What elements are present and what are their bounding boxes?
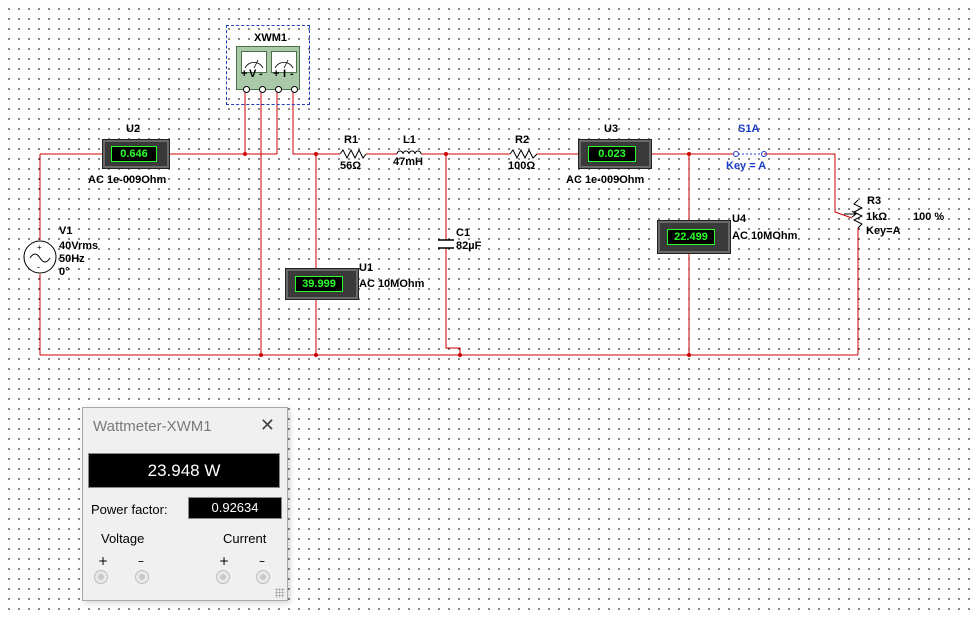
i-plus-mark: +	[273, 68, 280, 80]
r1-value: 56Ω	[340, 160, 362, 172]
voltage-minus-label: –	[138, 554, 144, 568]
current-minus-label: –	[259, 554, 265, 568]
l1-value: 47mH	[393, 156, 423, 168]
s1a-switch-symbol[interactable]	[733, 151, 767, 157]
meter-u3[interactable]: 0.023	[578, 139, 652, 169]
junction-dot	[259, 353, 263, 357]
s1a-key: Key = A	[726, 160, 767, 172]
junction-dot	[687, 353, 691, 357]
v-letter: V	[249, 68, 257, 80]
gauge-icon	[274, 59, 294, 69]
svg-text:+: +	[37, 243, 42, 252]
wattmeter-xwm1[interactable]: XWM1 + V - + I -	[226, 25, 310, 105]
v1-voltage: 40Vrms	[59, 240, 99, 252]
i-letter: I	[283, 68, 287, 80]
r3-value: 1kΩ	[866, 211, 888, 223]
power-factor-label: Power factor:	[91, 502, 168, 517]
u1-label: U1	[359, 262, 374, 274]
current-minus-terminal[interactable]	[256, 570, 270, 584]
terminal-v-minus[interactable]	[259, 86, 266, 93]
voltage-plus-terminal[interactable]	[94, 570, 108, 584]
c1-capacitor-symbol[interactable]	[438, 239, 454, 249]
terminal-v-plus[interactable]	[243, 86, 250, 93]
junction-dot	[458, 353, 462, 357]
wire-xwm-iminus[interactable]	[292, 89, 340, 155]
current-label: Current	[223, 531, 267, 546]
voltage-plus-label: +	[98, 554, 109, 568]
u2-label: U2	[126, 123, 141, 135]
wire-c1-bottom[interactable]	[445, 248, 461, 355]
u4-label: U4	[732, 213, 747, 225]
r3-key: Key=A	[866, 225, 901, 237]
junction-dot	[444, 152, 448, 156]
r1-label: R1	[344, 134, 359, 146]
r3-potentiometer-symbol[interactable]	[844, 199, 864, 229]
wattmeter-body: + V - + I -	[236, 46, 300, 93]
u4-mode: AC 10MOhm	[732, 230, 798, 242]
junction-dot	[243, 152, 247, 156]
v1-label: V1	[59, 225, 73, 237]
v1-frequency: 50Hz	[59, 253, 85, 265]
junction-dot	[314, 353, 318, 357]
terminal-i-plus[interactable]	[275, 86, 282, 93]
current-plus-label: +	[219, 554, 230, 568]
gauge-icon	[244, 59, 264, 69]
l1-inductor-symbol[interactable]	[396, 150, 422, 155]
junction-dot	[687, 152, 691, 156]
u1-reading: 39.999	[295, 276, 343, 292]
i-minus-mark: -	[290, 68, 294, 80]
r2-label: R2	[515, 134, 530, 146]
s1a-label: S1A	[738, 123, 760, 135]
voltage-minus-terminal[interactable]	[135, 570, 149, 584]
junction-dot	[314, 152, 318, 156]
power-display: 23.948 W	[88, 453, 280, 488]
u4-reading: 22.499	[667, 229, 715, 245]
meter-u2[interactable]: 0.646	[102, 139, 170, 169]
r2-value: 100Ω	[508, 160, 536, 172]
current-gauge-window	[271, 51, 297, 73]
v1-source-symbol[interactable]: + -	[23, 240, 57, 274]
close-icon[interactable]: ✕	[259, 415, 275, 436]
c1-label: C1	[456, 227, 471, 239]
r1-resistor-symbol[interactable]	[339, 148, 367, 160]
meter-u1[interactable]: 39.999	[285, 268, 359, 300]
r3-label: R3	[867, 195, 882, 207]
u3-label: U3	[604, 123, 619, 135]
u2-mode: AC 1e-009Ohm	[88, 174, 167, 186]
wires	[39, 89, 859, 356]
u3-reading: 0.023	[588, 146, 636, 162]
v-minus-mark: -	[259, 68, 263, 80]
current-plus-terminal[interactable]	[216, 570, 230, 584]
svg-text:-: -	[37, 262, 40, 272]
v1-phase: 0°	[59, 266, 70, 278]
u2-reading: 0.646	[111, 146, 157, 162]
l1-label: L1	[403, 134, 416, 146]
u1-mode: AC 10MOhm	[359, 278, 425, 290]
xwm1-label: XWM1	[254, 32, 287, 44]
dialog-title: Wattmeter-XWM1	[93, 418, 212, 435]
voltage-label: Voltage	[101, 531, 145, 546]
resize-grip[interactable]	[275, 588, 285, 598]
voltage-gauge-window	[241, 51, 267, 73]
u3-mode: AC 1e-009Ohm	[566, 174, 645, 186]
junctions	[243, 152, 691, 357]
wattmeter-dialog[interactable]: Wattmeter-XWM1 ✕ 23.948 W Power factor: …	[82, 407, 288, 601]
r2-resistor-symbol[interactable]	[509, 148, 538, 160]
wire-s1a-r3[interactable]	[764, 153, 853, 219]
v-plus-mark: +	[241, 68, 248, 80]
terminal-i-minus[interactable]	[291, 86, 298, 93]
meter-u4[interactable]: 22.499	[657, 220, 731, 254]
r3-percent: 100 %	[913, 211, 945, 223]
power-factor-value: 0.92634	[188, 497, 282, 519]
c1-value: 82µF	[456, 240, 482, 252]
